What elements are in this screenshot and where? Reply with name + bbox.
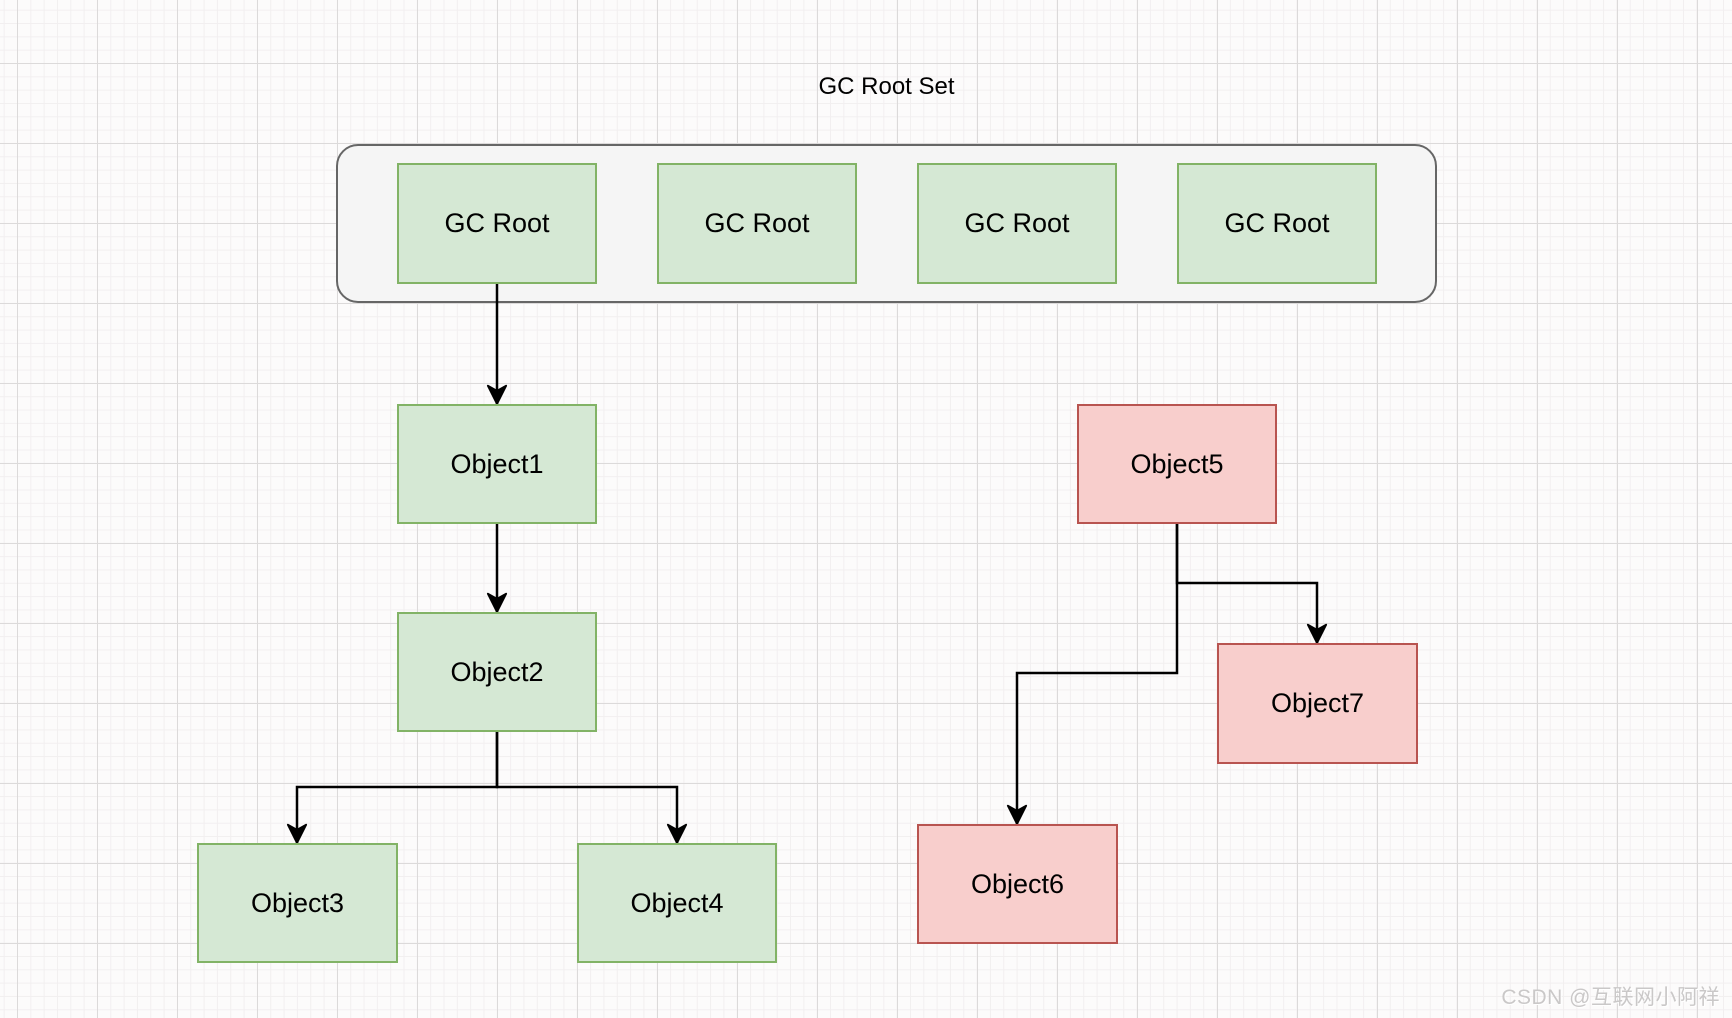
node-object2: Object2: [397, 612, 597, 732]
node-object5: Object5: [1077, 404, 1277, 524]
diagram-title: GC Root Set: [818, 73, 955, 100]
node-label-object4: Object4: [630, 887, 724, 918]
node-gc-root-2: GC Root: [657, 163, 857, 284]
node-gc-root-1: GC Root: [397, 163, 597, 284]
node-label-object5: Object5: [1130, 448, 1224, 479]
edge-object5-to-object7: [1175, 524, 1328, 644]
node-label-gc-root-1: GC Root: [444, 208, 550, 238]
node-object3: Object3: [197, 843, 398, 963]
node-label-object2: Object2: [450, 656, 544, 687]
node-object7: Object7: [1217, 643, 1418, 764]
node-label-gc-root-2: GC Root: [704, 208, 810, 238]
node-label-object6: Object6: [970, 868, 1065, 899]
edge-object2-to-object4: [495, 732, 688, 844]
watermark-text: CSDN @互联网小阿祥: [1501, 986, 1720, 1009]
node-object6: Object6: [917, 824, 1118, 944]
node-object4: Object4: [577, 843, 777, 963]
edge-object2-to-object3: [286, 732, 499, 844]
node-gc-root-3: GC Root: [917, 163, 1117, 284]
node-object1: Object1: [397, 404, 597, 524]
node-label-gc-root-4: GC Root: [1224, 208, 1330, 238]
node-label-object7: Object7: [1270, 688, 1365, 718]
edge-object5-to-object6: [1006, 524, 1179, 825]
node-label-object3: Object3: [250, 887, 345, 918]
node-label-object1: Object1: [450, 448, 544, 479]
node-label-gc-root-3: GC Root: [964, 208, 1070, 238]
node-gc-root-4: GC Root: [1177, 163, 1377, 284]
